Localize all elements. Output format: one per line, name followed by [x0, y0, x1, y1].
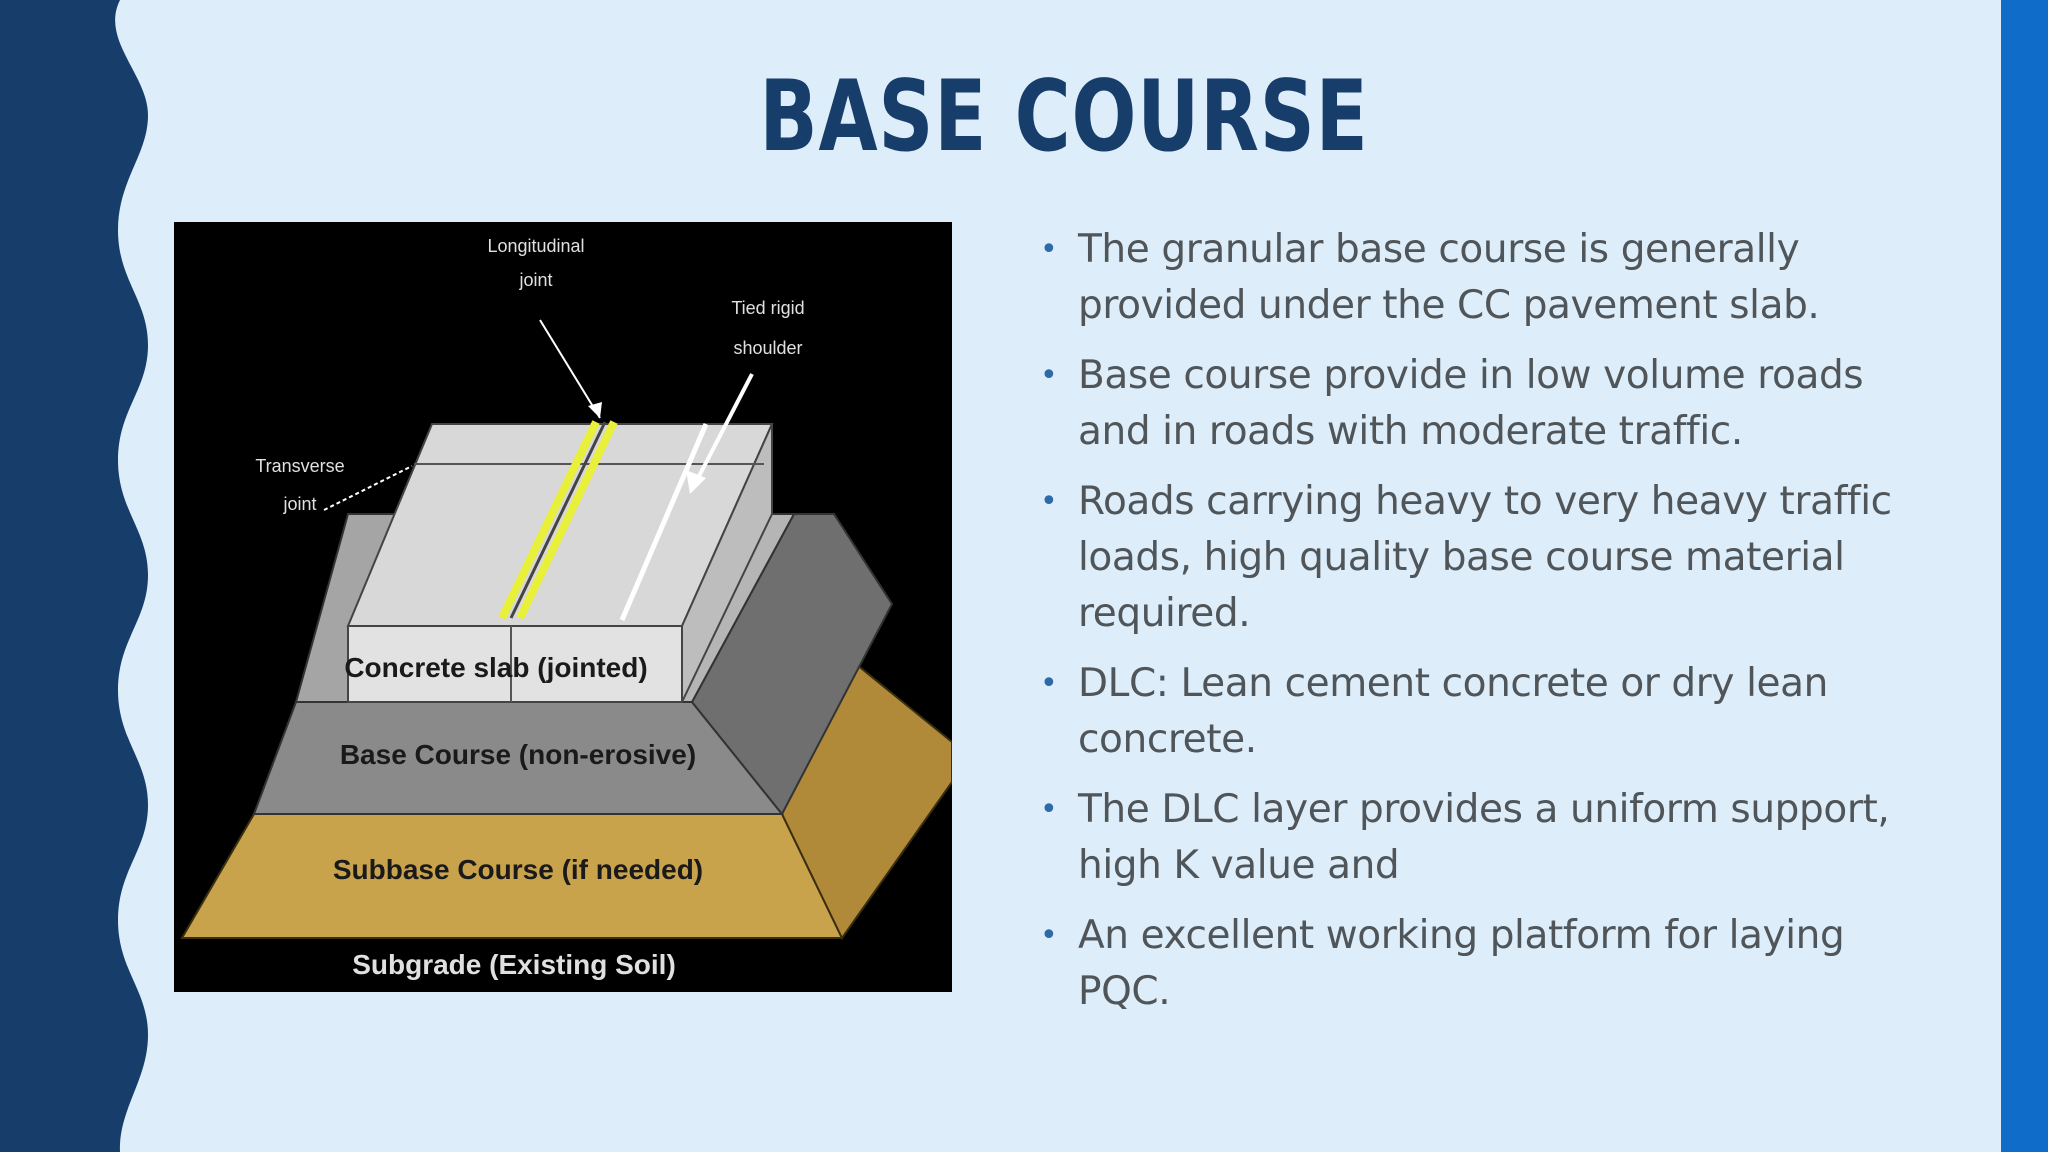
base-course-label: Base Course (non-erosive): [340, 739, 696, 770]
transverse-joint-label-1: Transverse: [255, 456, 344, 476]
longitudinal-joint-line: [509, 421, 607, 619]
transverse-joint-label-2: joint: [282, 494, 316, 514]
slide-title: BASE COURSE: [759, 60, 1369, 174]
longitudinal-joint-arrow: [539, 319, 601, 419]
bullet-item: • The DLC layer provides a uniform suppor…: [1030, 782, 1930, 894]
bullet-text: Base course provide in low volume roads …: [1078, 353, 1864, 454]
pavement-layers-diagram: Longitudinal joint Tied rigid shoulder T…: [174, 222, 952, 992]
bullet-text: An excellent working platform for laying…: [1078, 913, 1845, 1014]
tied-shoulder-label-1: Tied rigid: [731, 298, 804, 318]
bullet-text: The granular base course is generally pr…: [1078, 227, 1820, 328]
bullet-item: • The granular base course is generally p…: [1030, 222, 1930, 334]
tied-shoulder-arrowhead: [686, 470, 706, 494]
longitudinal-joint-label-2: joint: [518, 270, 552, 290]
bullet-item: • DLC: Lean cement concrete or dry lean c…: [1030, 656, 1930, 768]
right-accent-bar: [2001, 0, 2048, 1152]
longitudinal-joint-label-1: Longitudinal: [487, 236, 584, 256]
bullet-item: • An excellent working platform for layin…: [1030, 908, 1930, 1020]
bullet-dot: •: [1040, 666, 1058, 701]
tied-shoulder-arrow: [694, 373, 754, 483]
slab-side-face: [681, 423, 773, 703]
bullet-item: • Base course provide in low volume roads…: [1030, 348, 1930, 460]
subbase-course-label: Subbase Course (if needed): [333, 854, 703, 885]
bullet-list: • The granular base course is generally p…: [1030, 222, 1930, 1034]
transverse-joint-arrow: [323, 465, 413, 511]
bullet-text: Roads carrying heavy to very heavy traff…: [1078, 479, 1892, 636]
bullet-dot: •: [1040, 232, 1058, 267]
shoulder-joint-line: [619, 423, 709, 621]
bullet-text: DLC: Lean cement concrete or dry lean co…: [1078, 661, 1828, 762]
concrete-slab-label: Concrete slab (jointed): [344, 652, 647, 683]
bullet-dot: •: [1040, 918, 1058, 953]
bullet-text: The DLC layer provides a uniform support…: [1078, 787, 1890, 888]
longitudinal-joint-highlight-2: [516, 420, 618, 620]
bullet-item: • Roads carrying heavy to very heavy traf…: [1030, 474, 1930, 642]
longitudinal-joint-highlight: [498, 420, 600, 620]
tied-shoulder-label-2: shoulder: [733, 338, 802, 358]
subgrade-label: Subgrade (Existing Soil): [352, 949, 676, 980]
bullet-dot: •: [1040, 792, 1058, 827]
bullet-dot: •: [1040, 358, 1058, 393]
bullet-dot: •: [1040, 484, 1058, 519]
left-wave-decoration: [0, 0, 148, 1152]
longitudinal-joint-arrowhead: [588, 402, 602, 418]
